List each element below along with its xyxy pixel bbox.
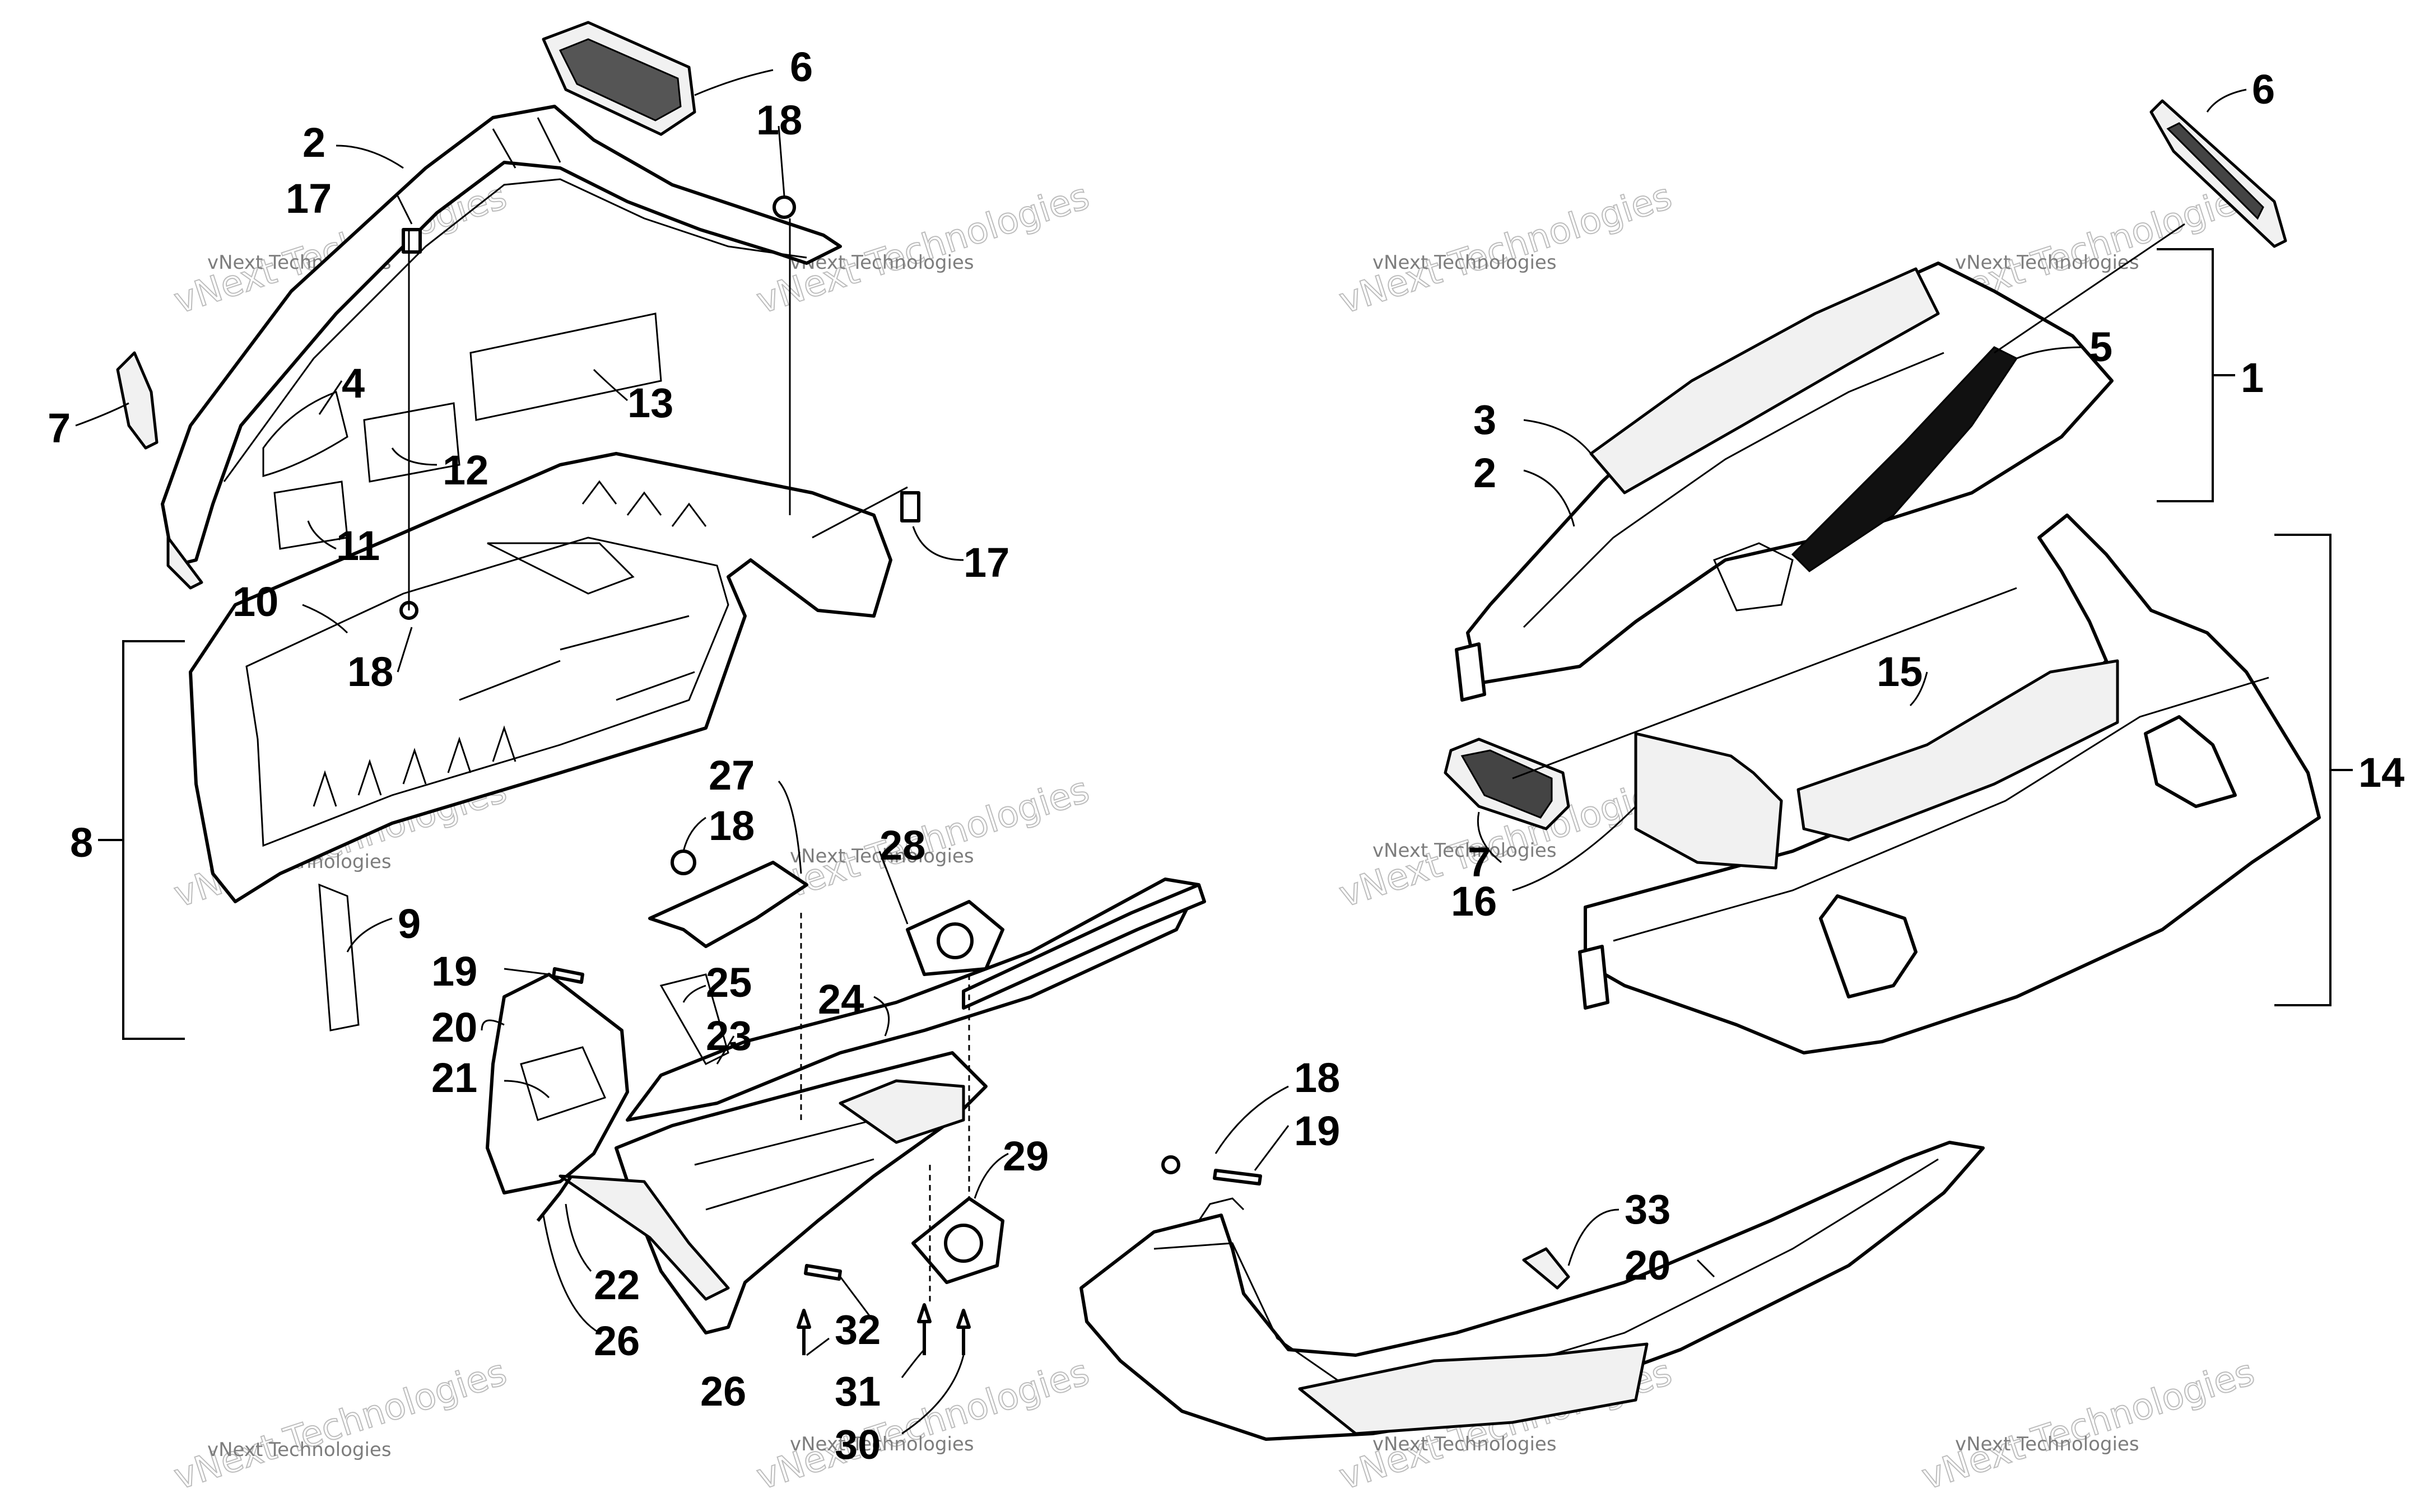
decals (262, 312, 662, 550)
callout-17: 17 (286, 175, 332, 222)
callout-23: 23 (706, 1012, 752, 1059)
watermark-small: vNext Technologies (1372, 839, 1557, 862)
callout-24: 24 (818, 976, 864, 1023)
callout-13: 13 (627, 380, 673, 426)
upper-hood-part (161, 21, 842, 590)
watermark-large: vNext Technologies (1917, 1352, 2259, 1498)
right-hood-part (1455, 99, 2287, 702)
callout-7: 7 (48, 405, 71, 451)
left-grille (116, 351, 159, 450)
callout-18: 18 (347, 648, 393, 695)
callout-7: 7 (1468, 839, 1491, 885)
watermark-small: vNext Technologies (1372, 251, 1557, 274)
callout-15: 15 (1877, 648, 1923, 695)
gasket (906, 900, 1004, 976)
callout-19: 19 (431, 948, 477, 995)
watermark-small: vNext Technologies (790, 1433, 974, 1455)
callout-10: 10 (232, 578, 278, 625)
watermark-small: vNext Technologies (1372, 1433, 1557, 1455)
callout-2: 2 (1473, 450, 1496, 496)
callout-22: 22 (594, 1262, 640, 1308)
callout-17: 17 (964, 539, 1009, 586)
callouts: 6 18 2 17 7 4 13 12 11 10 18 17 8 9 27 1… (48, 44, 2404, 1468)
leader-lines (75, 69, 2247, 1435)
callout-20: 20 (1625, 1242, 1670, 1289)
callout-12: 12 (443, 447, 488, 493)
callout-33: 33 (1625, 1186, 1670, 1233)
callout-30: 30 (835, 1421, 881, 1468)
callout-27: 27 (709, 752, 755, 799)
watermark-large: vNext Technologies (752, 1352, 1094, 1498)
watermark-large: vNext Technologies (169, 1352, 511, 1498)
callout-14: 14 (2358, 749, 2404, 796)
right-grille-mesh (1460, 749, 1553, 819)
callout-26: 26 (594, 1318, 640, 1364)
callout-3: 3 (1473, 396, 1496, 443)
callout-25: 25 (706, 959, 752, 1006)
callout-5: 5 (2089, 324, 2112, 370)
gasket (911, 1197, 1004, 1284)
brackets (98, 248, 2353, 1040)
right-lower-hood-part (1578, 514, 2321, 1054)
callout-31: 31 (835, 1368, 881, 1415)
callout-29: 29 (1003, 1133, 1049, 1179)
hood-lower-part (189, 452, 892, 1032)
belly-pan-part (486, 850, 1206, 1355)
callout-11: 11 (336, 522, 380, 569)
watermark-large: vNext Technologies (1334, 176, 1677, 322)
callout-21: 21 (431, 1054, 477, 1101)
callout-18: 18 (1294, 1054, 1340, 1101)
callout-16: 16 (1451, 878, 1497, 925)
right-belly-pan-part (1079, 1141, 1985, 1441)
callout-26: 26 (700, 1368, 746, 1415)
callout-6: 6 (2252, 66, 2275, 113)
callout-1: 1 (2241, 354, 2264, 401)
watermark-small: vNext Technologies (1955, 251, 2139, 274)
callout-19: 19 (1294, 1108, 1340, 1154)
callout-9: 9 (398, 900, 421, 947)
callout-18: 18 (756, 97, 802, 143)
callout-6: 6 (790, 44, 813, 90)
watermark-small: vNext Technologies (1955, 1433, 2139, 1455)
callout-4: 4 (342, 360, 365, 407)
callout-2: 2 (302, 119, 325, 166)
callout-8: 8 (70, 819, 93, 866)
callout-28: 28 (879, 822, 925, 869)
watermark-small: vNext Technologies (207, 1439, 392, 1461)
callout-20: 20 (431, 1004, 477, 1051)
callout-32: 32 (835, 1306, 881, 1353)
callout-18: 18 (709, 802, 755, 849)
